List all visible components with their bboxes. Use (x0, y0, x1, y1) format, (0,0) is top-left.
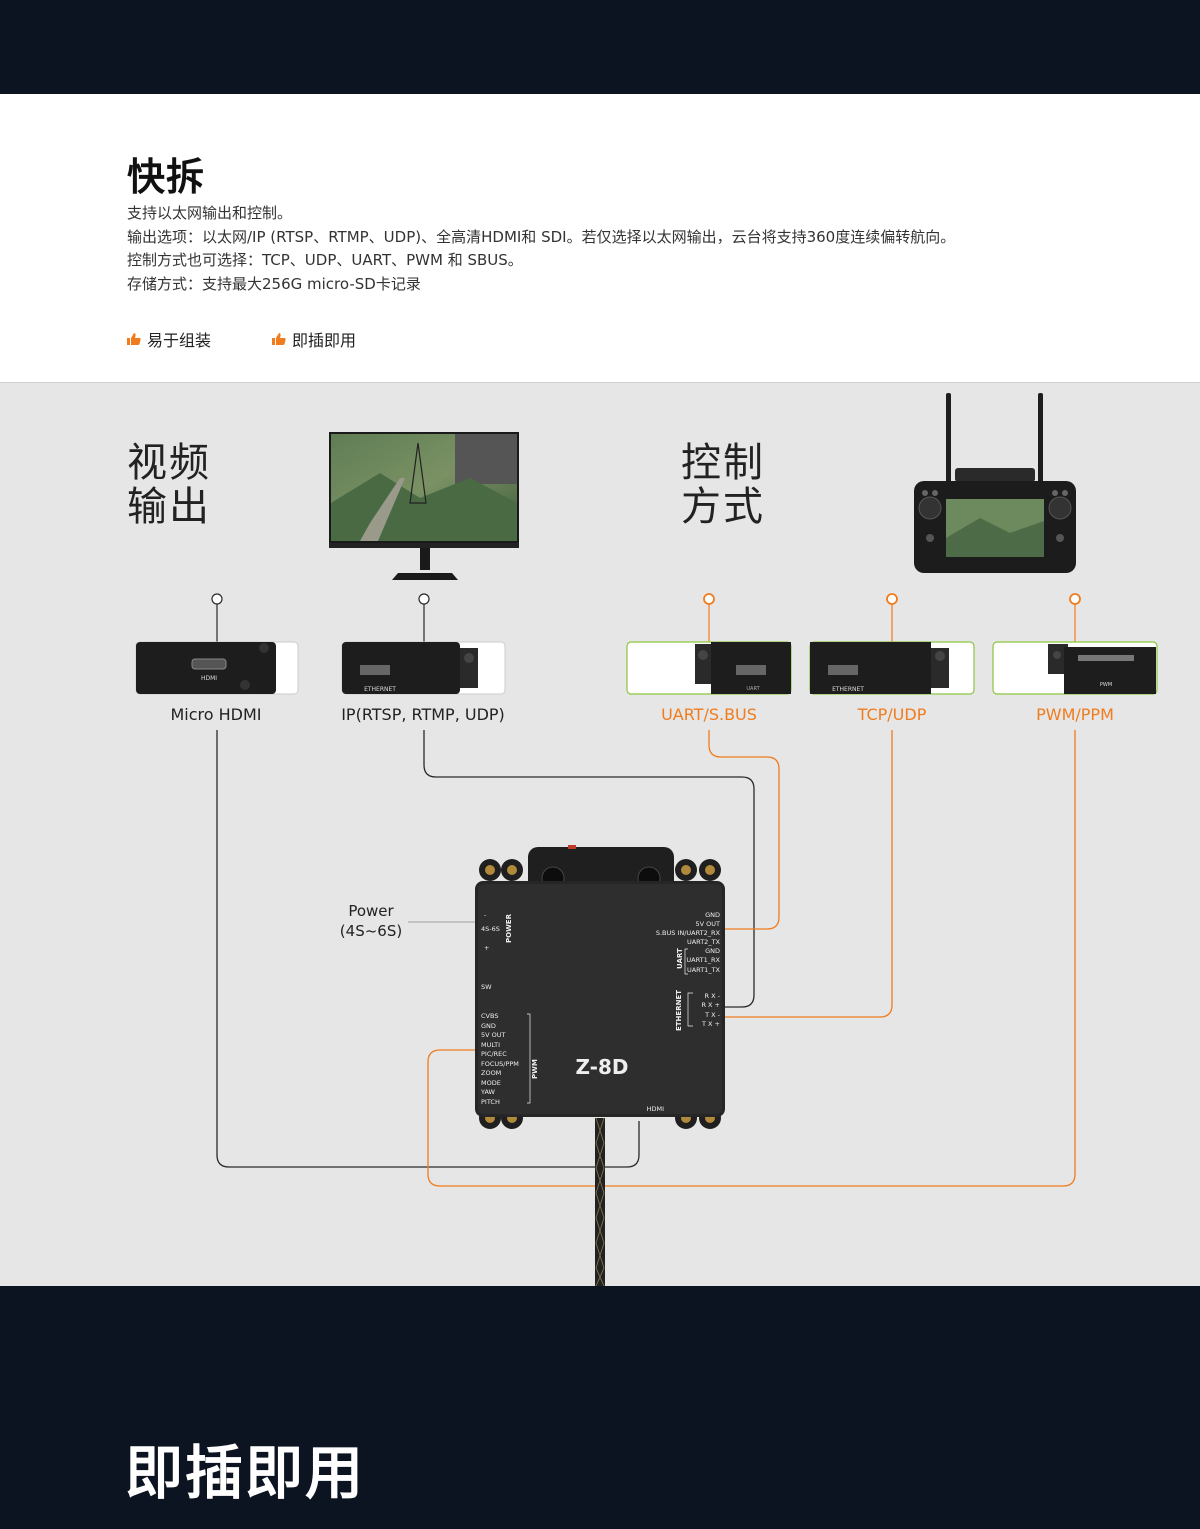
svg-text:GND: GND (705, 911, 720, 919)
intro-section: 快拆 支持以太网输出和控制。 输出选项：以太网/IP (RTSP、RTMP、UD… (0, 94, 1200, 383)
svg-text:YAW: YAW (480, 1088, 496, 1096)
feature-label: 易于组装 (147, 331, 212, 350)
uart-port-panel: UART (626, 641, 792, 695)
port-label-tcp: TCP/UDP (857, 705, 927, 724)
svg-text:UART1_RX: UART1_RX (686, 956, 720, 964)
video-output-label: 视频 输出 (127, 440, 211, 530)
svg-text:-: - (484, 911, 487, 919)
hdmi-port-panel: HDMI (135, 641, 299, 695)
svg-text:UART: UART (676, 948, 684, 969)
svg-text:PITCH: PITCH (481, 1098, 500, 1106)
connection-diagram: 视频 输出 控制 方式 (0, 383, 1200, 1286)
svg-text:UART: UART (746, 686, 760, 692)
svg-text:GND: GND (705, 947, 720, 955)
svg-text:R X +: R X + (701, 1001, 720, 1009)
svg-text:4S-6S: 4S-6S (481, 925, 500, 933)
svg-text:ETHERNET: ETHERNET (832, 686, 864, 693)
svg-text:5V OUT: 5V OUT (696, 920, 721, 928)
svg-text:T X +: T X + (701, 1020, 720, 1028)
svg-text:ETHERNET: ETHERNET (364, 686, 396, 693)
svg-text:S.BUS IN/UART2_RX: S.BUS IN/UART2_RX (656, 929, 721, 937)
description: 支持以太网输出和控制。 输出选项：以太网/IP (RTSP、RTMP、UDP)、… (127, 202, 955, 296)
description-line: 控制方式也可选择：TCP、UDP、UART、PWM 和 SBUS。 (127, 251, 523, 269)
wiring (216, 730, 1076, 1187)
svg-text:5V OUT: 5V OUT (481, 1031, 506, 1039)
svg-text:HDMI: HDMI (201, 675, 217, 682)
device-model: Z-8D (576, 1055, 629, 1079)
connection-dots (211, 593, 1081, 642)
thumbs-up-icon (127, 333, 141, 345)
svg-text:UART1_TX: UART1_TX (687, 966, 721, 974)
feature-plug-and-play: 即插即用 (272, 327, 356, 351)
svg-text:ETHERNET: ETHERNET (675, 990, 683, 1031)
svg-text:POWER: POWER (505, 913, 513, 943)
power-range-label: (4S~6S) (340, 922, 402, 940)
svg-text:MULTI: MULTI (481, 1041, 500, 1049)
feature-label: 即插即用 (292, 331, 357, 350)
svg-text:+: + (484, 944, 489, 952)
description-line: 支持以太网输出和控制。 (127, 204, 293, 222)
control-method-label: 控制 方式 (681, 440, 765, 530)
description-line: 输出选项：以太网/IP (RTSP、RTMP、UDP)、全高清HDMI和 SDI… (127, 227, 956, 246)
svg-text:T X -: T X - (704, 1011, 721, 1019)
port-label-pwm: PWM/PPM (1036, 705, 1114, 724)
ethernet-port-panel: ETHERNET (341, 641, 506, 695)
svg-text:UART2_TX: UART2_TX (687, 938, 721, 946)
feature-easy-assembly: 易于组装 (127, 327, 211, 351)
controller-illustration (914, 393, 1076, 573)
power-label: Power (348, 902, 394, 920)
pwm-port-panel: PWM (992, 641, 1158, 695)
port-label-micro-hdmi: Micro HDMI (170, 705, 261, 724)
z8d-device: Z-8D - 4S-6S + SW CVBS GND 5V OUT MULTI … (475, 845, 725, 1129)
svg-text:CVBS: CVBS (481, 1012, 498, 1020)
description-line: 存储方式：支持最大256G micro-SD卡记录 (127, 274, 421, 293)
tcp-port-panel: ETHERNET (809, 641, 975, 695)
diagram-canvas: HDMI ETHERNET UART ETHERNET (135, 393, 1158, 1286)
monitor-illustration (329, 432, 519, 580)
top-band (0, 0, 1200, 94)
bottom-band: 即插即用 (0, 1286, 1200, 1529)
svg-text:PWM: PWM (531, 1059, 539, 1079)
section-title: 快拆 (127, 155, 206, 199)
svg-text:PWM: PWM (1100, 682, 1112, 688)
svg-text:R X -: R X - (705, 992, 721, 1000)
thumbs-up-icon (272, 333, 286, 345)
svg-text:GND: GND (481, 1022, 496, 1030)
port-label-uart: UART/S.BUS (661, 705, 757, 724)
port-label-ip: IP(RTSP, RTMP, UDP) (341, 705, 505, 724)
svg-text:FOCUS/PPM: FOCUS/PPM (481, 1060, 519, 1068)
cable (595, 1117, 605, 1286)
svg-text:MODE: MODE (481, 1079, 501, 1087)
svg-text:PIC/REC: PIC/REC (481, 1050, 507, 1058)
svg-text:SW: SW (481, 983, 492, 991)
footer-title: 即插即用 (125, 1439, 366, 1507)
svg-text:ZOOM: ZOOM (481, 1069, 501, 1077)
svg-text:HDMI: HDMI (647, 1105, 665, 1113)
